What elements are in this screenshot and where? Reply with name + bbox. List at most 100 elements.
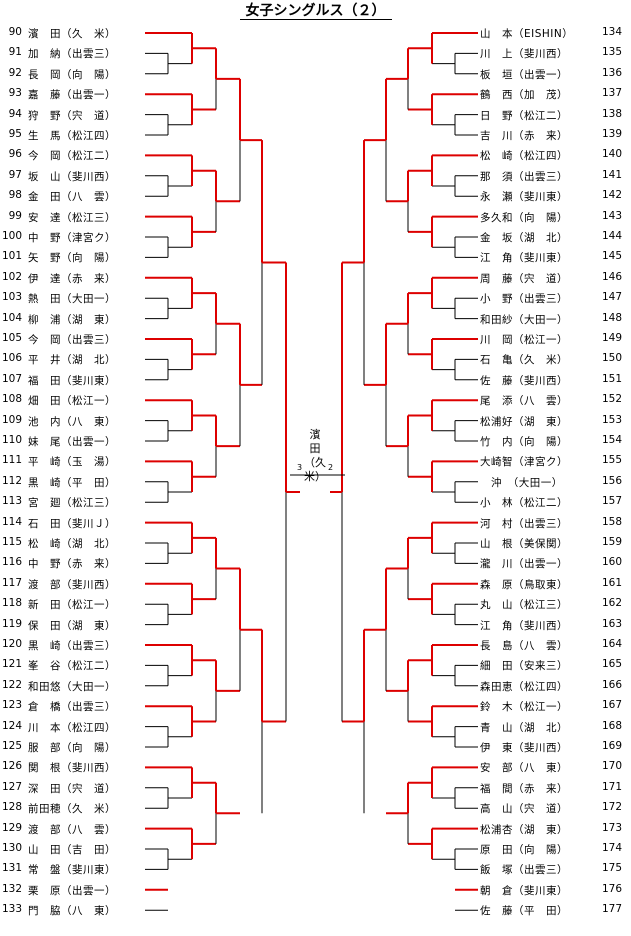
left-player-name: 渡 部（八 雲）	[28, 823, 116, 836]
right-player-name: 飯 塚（出雲三）	[480, 864, 568, 877]
right-player-name: 沖 （大田一）	[480, 476, 563, 489]
left-player-name: 川 本（松江四）	[28, 721, 116, 734]
left-player-name: 新 田（松江一）	[28, 599, 116, 612]
right-player-number: 158	[601, 515, 622, 528]
left-player-number: 95	[8, 128, 22, 140]
right-player-number: 170	[601, 760, 622, 773]
left-player-number: 120	[1, 638, 22, 650]
left-player-number: 131	[1, 862, 22, 875]
left-player-number: 121	[1, 658, 22, 671]
left-player-name: 中 野（赤 来）	[28, 558, 116, 571]
left-player-name: 金 田（八 雲）	[28, 191, 116, 204]
right-player-name: 竹 内（向 陽）	[480, 436, 568, 448]
left-player-name: 常 盤（斐川東）	[28, 864, 116, 877]
left-player-number: 103	[1, 291, 22, 304]
left-player-name: 和田悠（大田一）	[28, 680, 116, 693]
right-player-name: 細 田（安来三）	[480, 660, 568, 673]
right-player-name: 和田紗（大田一）	[480, 313, 568, 326]
champion-char: 米）	[304, 470, 326, 483]
left-player-name: 平 井（湖 北）	[28, 354, 116, 367]
left-player-name: 畑 田（松江一）	[28, 395, 116, 408]
right-player-name: 松 崎（松江四）	[480, 150, 568, 163]
right-player-name: 福 間（赤 来）	[480, 782, 568, 795]
left-player-number: 126	[1, 760, 22, 773]
left-player-number: 102	[1, 270, 22, 283]
right-player-name: 森田恵（松江四）	[480, 680, 568, 693]
left-player-number: 130	[1, 842, 22, 854]
left-player-name: 嘉 藤（出雲一）	[28, 89, 116, 102]
final-score-right: 2	[328, 463, 334, 472]
right-player-name: 大崎智（津宮ク）	[480, 456, 568, 469]
right-player-name: 佐 藤（平 田）	[480, 905, 568, 918]
left-player-name: 中 野（津宮ク）	[28, 232, 116, 244]
left-player-number: 133	[1, 903, 22, 916]
left-player-number: 99	[8, 209, 22, 222]
right-player-number: 151	[601, 372, 622, 385]
left-player-name: 安 達（松江三）	[28, 211, 116, 224]
right-player-name: 小 林（松江二）	[480, 497, 568, 510]
right-player-number: 171	[601, 780, 622, 793]
left-player-number: 109	[1, 413, 22, 426]
left-player-number: 106	[1, 352, 22, 365]
right-player-number: 159	[601, 536, 622, 548]
right-player-name: 高 山（宍 道）	[480, 803, 568, 816]
left-player-name: 倉 橋（出雲三）	[28, 701, 116, 714]
right-player-number: 153	[601, 413, 622, 426]
right-player-name: 森 原（鳥取東）	[480, 578, 568, 591]
right-player-number: 134	[601, 26, 622, 38]
left-player-number: 110	[1, 434, 22, 446]
left-player-number: 117	[1, 576, 22, 589]
left-player-name: 狩 野（宍 道）	[28, 109, 116, 122]
right-player-name: 江 角（斐川西）	[480, 619, 568, 632]
right-player-number: 164	[601, 638, 622, 650]
right-player-number: 147	[601, 291, 622, 304]
left-player-name: 池 内（八 東）	[28, 415, 116, 428]
right-player-name: 佐 藤（斐川西）	[480, 374, 568, 387]
left-player-number: 91	[8, 46, 22, 59]
left-player-name: 石 田（斐川Ｊ）	[28, 517, 116, 530]
right-player-number: 157	[601, 495, 622, 508]
right-player-number: 135	[601, 46, 622, 59]
right-player-name: 長 島（八 雲）	[480, 640, 568, 652]
left-player-name: 坂 山（斐川西）	[28, 170, 116, 183]
right-player-name: 松浦好（湖 東）	[480, 415, 568, 428]
left-player-name: 黒 崎（出雲三）	[28, 640, 116, 652]
right-player-name: 丸 山（松江三）	[480, 599, 568, 612]
left-player-name: 長 岡（向 陽）	[28, 68, 116, 81]
right-player-name: 伊 東（斐川西）	[480, 742, 568, 754]
champion-label: 濱 田 （久 米）	[304, 428, 326, 484]
left-player-name: 門 脇（八 東）	[28, 905, 116, 918]
right-player-number: 144	[601, 230, 622, 242]
right-player-number: 138	[601, 107, 622, 120]
left-player-name: 関 根（斐川西）	[28, 762, 116, 775]
right-player-number: 139	[601, 128, 622, 140]
left-player-number: 101	[1, 250, 22, 263]
left-player-number: 97	[8, 168, 22, 181]
right-player-name: 永 瀬（斐川東）	[480, 191, 568, 204]
right-player-number: 136	[601, 66, 622, 79]
left-player-number: 128	[1, 801, 22, 814]
left-player-number: 122	[1, 678, 22, 691]
right-player-name: 板 垣（出雲一）	[480, 68, 568, 81]
left-player-name: 保 田（湖 東）	[28, 619, 116, 632]
right-player-number: 173	[601, 821, 622, 834]
champion-char: 濱	[309, 428, 321, 441]
left-player-number: 132	[1, 882, 22, 895]
left-player-number: 125	[1, 740, 22, 752]
left-player-name: 平 崎（玉 湯）	[28, 456, 116, 469]
left-player-number: 98	[8, 189, 22, 202]
right-player-name: 周 藤（宍 道）	[480, 272, 568, 285]
right-player-name: 多久和（向 陽）	[480, 211, 568, 224]
right-player-number: 174	[601, 842, 622, 854]
right-player-number: 140	[601, 148, 622, 161]
left-player-name: 妹 尾（出雲一）	[28, 436, 116, 448]
final-score-left: 3	[297, 463, 303, 472]
left-player-number: 116	[1, 556, 22, 569]
left-player-name: 宮 廻（松江三）	[28, 497, 116, 510]
left-player-number: 124	[1, 719, 22, 732]
left-player-name: 松 崎（湖 北）	[28, 538, 116, 550]
right-player-number: 152	[601, 393, 622, 406]
right-player-number: 162	[601, 597, 622, 610]
left-player-name: 服 部（向 陽）	[28, 742, 116, 754]
right-player-name: 江 角（斐川東）	[480, 252, 568, 265]
